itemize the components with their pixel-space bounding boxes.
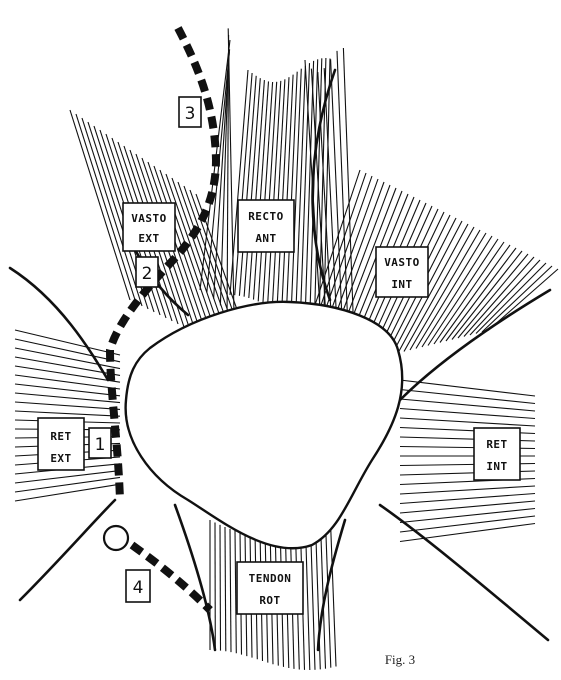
label-recto-ant-line1: RECTO [248,210,284,223]
tendon-left-contour [175,505,215,650]
right-upper-contour [400,290,550,400]
marker-1-text: 1 [95,435,106,455]
label-ret-int: RET INT [474,428,520,480]
label-tendon-rot-line2: ROT [259,594,280,607]
label-ret-int-line1: RET [486,438,507,451]
label-vasto-int-line2: INT [391,278,412,291]
label-ret-ext-line2: EXT [50,452,71,465]
label-ret-ext-line1: RET [50,430,71,443]
patella-outline [126,302,403,548]
label-ret-ext: RET EXT [38,418,84,470]
marker-3: 3 [179,97,201,127]
left-lower-contour [20,500,115,600]
marker-2-text: 2 [142,264,153,284]
incision-ring [104,526,128,550]
label-tendon-rot-line1: TENDON [249,572,292,585]
marker-1: 1 [89,428,111,458]
label-ret-int-line2: INT [486,460,507,473]
marker-4: 4 [126,570,150,602]
label-recto-ant: RECTO ANT [238,200,294,252]
label-recto-ant-line2: ANT [255,232,276,245]
figure-caption: Fig. 3 [385,652,415,667]
label-vasto-ext-line2: EXT [138,232,159,245]
label-vasto-int: VASTO INT [376,247,428,297]
label-vasto-int-line1: VASTO [384,256,420,269]
label-vasto-ext: VASTO EXT [123,203,175,251]
marker-4-text: 4 [133,578,144,598]
marker-3-text: 3 [185,104,196,124]
label-tendon-rot: TENDON ROT [237,562,303,614]
label-vasto-ext-line1: VASTO [131,212,167,225]
marker-2: 2 [136,257,158,287]
